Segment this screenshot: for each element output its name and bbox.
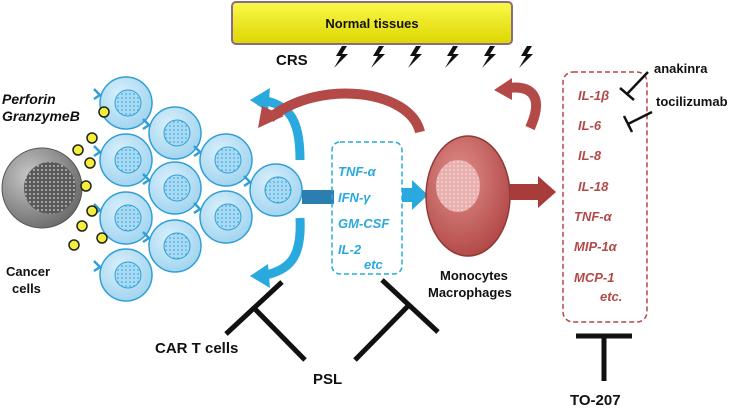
t-cytokine-3: IL-2 — [338, 242, 362, 257]
damage-bolts — [334, 46, 533, 68]
macrophage-secretion-arrow — [510, 176, 556, 208]
m-cytokine-1: IL-6 — [578, 118, 602, 133]
t-cell — [193, 133, 253, 187]
normal-tissues-banner: Normal tissues — [231, 1, 513, 45]
cancer-cells-label-line2: cells — [12, 281, 41, 296]
granule-dot — [72, 144, 84, 156]
m-cytokine-2: IL-8 — [578, 148, 602, 163]
t-cell — [142, 219, 202, 273]
granule-dot — [86, 132, 98, 144]
tocilizumab-inhibitor — [622, 110, 653, 133]
t-cell — [93, 133, 153, 187]
macrophage-label-line2: Macrophages — [428, 285, 512, 300]
t-cytokine-0: TNF-α — [338, 164, 377, 179]
t-cytokine-etc: etc — [364, 257, 384, 272]
tocilizumab-label: tocilizumab — [656, 94, 728, 109]
lightning-bolt-icon — [445, 46, 459, 68]
lightning-bolt-icon — [408, 46, 422, 68]
m-cytokine-4: TNF-α — [574, 209, 613, 224]
macrophage-label-line1: Monocytes — [440, 268, 508, 283]
t-cell — [193, 190, 253, 244]
lightning-bolt-icon — [334, 46, 348, 68]
cytokine-to-macrophage-arrow — [402, 180, 428, 210]
macrophage-cell — [425, 135, 511, 257]
granzyme-label: GranzymeB — [2, 108, 80, 124]
perforin-granules — [68, 106, 110, 251]
granule-dot — [80, 180, 92, 192]
granule-dot — [68, 239, 80, 251]
granule-dot — [98, 106, 110, 118]
cancer-cells-label-line1: Cancer — [6, 264, 50, 279]
t-cell-cytokine-box: TNF-α IFN-γ GM-CSF IL-2 etc — [331, 141, 403, 275]
m-cytokine-0: IL-1β — [578, 88, 609, 103]
anakinra-label: anakinra — [654, 61, 708, 76]
t-cell — [142, 106, 202, 160]
t-cell — [142, 161, 202, 215]
granule-dot — [96, 232, 108, 244]
psl-inhibitor-right — [353, 278, 440, 362]
t-cell — [93, 248, 153, 302]
t-cell-feedback-arrows — [250, 88, 305, 288]
m-cytokine-5: MIP-1α — [574, 239, 618, 254]
t-cytokine-2: GM-CSF — [338, 216, 390, 231]
crs-label: CRS — [276, 52, 308, 69]
to207-label: TO-207 — [570, 392, 621, 409]
car-t-cells — [93, 76, 303, 302]
m-cytokine-6: MCP-1 — [574, 270, 614, 285]
cancer-cell — [1, 147, 83, 229]
t-cell-secretion-arrow — [302, 190, 334, 204]
t-cell — [93, 191, 153, 245]
granule-dot — [84, 157, 96, 169]
lightning-bolt-icon — [482, 46, 496, 68]
m-cytokine-3: IL-18 — [578, 179, 609, 194]
macrophage-activation-arrows — [258, 78, 541, 134]
t-cytokine-1: IFN-γ — [338, 190, 371, 205]
car-t-cells-label: CAR T cells — [155, 340, 238, 357]
granule-dot — [76, 220, 88, 232]
t-cell — [93, 76, 153, 130]
lightning-bolt-icon — [371, 46, 385, 68]
psl-label: PSL — [313, 371, 342, 388]
t-cell — [243, 163, 303, 217]
lightning-bolt-icon — [519, 46, 533, 68]
anakinra-inhibitor — [619, 71, 649, 101]
psl-inhibitor-left — [224, 280, 307, 362]
granule-dot — [86, 205, 98, 217]
perforin-label: Perforin — [2, 91, 56, 107]
to207-inhibitor — [576, 333, 632, 381]
banner-label: Normal tissues — [325, 16, 418, 31]
m-cytokine-etc: etc. — [600, 289, 622, 304]
macrophage-cytokine-box: IL-1β IL-6 IL-8 IL-18 TNF-α MIP-1α MCP-1… — [562, 71, 648, 323]
